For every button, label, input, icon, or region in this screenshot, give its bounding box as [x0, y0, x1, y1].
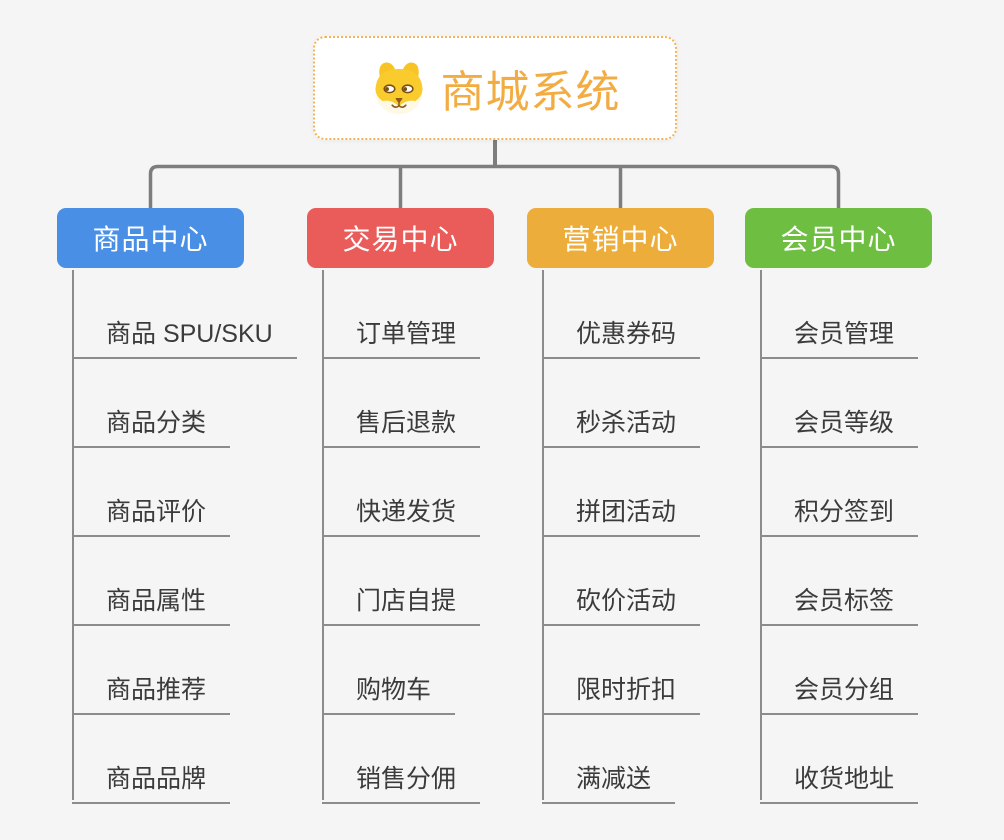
leaf-node-product-center-3[interactable]: 商品属性 — [72, 586, 231, 626]
leaf-trunk-connector — [760, 270, 762, 800]
branch-label: 交易中心 — [342, 224, 459, 255]
leaf-row: 商品评价 — [72, 448, 312, 537]
leaf-node-product-center-5[interactable]: 商品品牌 — [72, 764, 231, 804]
leaf-node-marketing-center-4[interactable]: 限时折扣 — [542, 675, 701, 715]
leaf-row: 订单管理 — [322, 270, 562, 359]
leaf-row: 商品品牌 — [72, 715, 312, 804]
leaf-row: 销售分佣 — [322, 715, 562, 804]
leaf-node-member-center-4[interactable]: 会员分组 — [760, 675, 919, 715]
leaf-row: 快递发货 — [322, 448, 562, 537]
leaf-node-marketing-center-0[interactable]: 优惠券码 — [542, 319, 701, 359]
branch-node-trade-center[interactable]: 交易中心 — [307, 208, 494, 268]
leaf-column-product-center: 商品 SPU/SKU 商品分类商品评价商品属性商品推荐商品品牌 — [72, 270, 312, 804]
branch-label: 会员中心 — [780, 224, 897, 255]
leaf-node-member-center-3[interactable]: 会员标签 — [760, 586, 919, 626]
leaf-row: 商品分类 — [72, 359, 312, 448]
leaf-row: 购物车 — [322, 626, 562, 715]
leaf-row: 收货地址 — [760, 715, 1000, 804]
leaf-node-marketing-center-3[interactable]: 砍价活动 — [542, 586, 701, 626]
leaf-row: 会员标签 — [760, 537, 1000, 626]
leaf-node-member-center-5[interactable]: 收货地址 — [760, 764, 919, 804]
dog-face-icon — [374, 62, 423, 115]
leaf-node-product-center-2[interactable]: 商品评价 — [72, 497, 231, 537]
leaf-column-marketing-center: 优惠券码秒杀活动拼团活动砍价活动限时折扣满减送 — [542, 270, 782, 804]
branch-node-product-center[interactable]: 商品中心 — [57, 208, 244, 268]
leaf-node-marketing-center-5[interactable]: 满减送 — [542, 764, 676, 804]
leaf-row: 商品属性 — [72, 537, 312, 626]
leaf-node-member-center-2[interactable]: 积分签到 — [760, 497, 919, 537]
leaf-trunk-connector — [322, 270, 324, 800]
root-node[interactable]: 商城系统 — [313, 36, 677, 140]
branch-label: 商品中心 — [92, 224, 209, 255]
leaf-node-member-center-1[interactable]: 会员等级 — [760, 408, 919, 448]
leaf-trunk-connector — [542, 270, 544, 800]
branch-bus-connector — [148, 164, 841, 209]
leaf-row: 门店自提 — [322, 537, 562, 626]
leaf-node-trade-center-4[interactable]: 购物车 — [322, 675, 456, 715]
leaf-node-trade-center-5[interactable]: 销售分佣 — [322, 764, 481, 804]
leaf-row: 满减送 — [542, 715, 782, 804]
leaf-row: 秒杀活动 — [542, 359, 782, 448]
leaf-node-member-center-0[interactable]: 会员管理 — [760, 319, 919, 359]
leaf-column-member-center: 会员管理会员等级积分签到会员标签会员分组收货地址 — [760, 270, 1000, 804]
leaf-node-product-center-1[interactable]: 商品分类 — [72, 408, 231, 448]
root-node-label: 商城系统 — [440, 68, 621, 117]
leaf-row: 售后退款 — [322, 359, 562, 448]
leaf-node-product-center-4[interactable]: 商品推荐 — [72, 675, 231, 715]
leaf-row: 积分签到 — [760, 448, 1000, 537]
leaf-node-trade-center-3[interactable]: 门店自提 — [322, 586, 481, 626]
leaf-row: 商品 SPU/SKU — [72, 270, 312, 359]
leaf-row: 砍价活动 — [542, 537, 782, 626]
branch-label: 营销中心 — [562, 224, 679, 255]
leaf-row: 限时折扣 — [542, 626, 782, 715]
leaf-row: 会员管理 — [760, 270, 1000, 359]
leaf-trunk-connector — [72, 270, 74, 800]
leaf-row: 优惠券码 — [542, 270, 782, 359]
leaf-node-marketing-center-1[interactable]: 秒杀活动 — [542, 408, 701, 448]
branch-node-member-center[interactable]: 会员中心 — [745, 208, 932, 268]
leaf-node-trade-center-1[interactable]: 售后退款 — [322, 408, 481, 448]
leaf-node-trade-center-0[interactable]: 订单管理 — [322, 319, 481, 359]
leaf-row: 拼团活动 — [542, 448, 782, 537]
leaf-row: 会员分组 — [760, 626, 1000, 715]
branch-node-marketing-center[interactable]: 营销中心 — [527, 208, 714, 268]
leaf-row: 商品推荐 — [72, 626, 312, 715]
leaf-row: 会员等级 — [760, 359, 1000, 448]
leaf-node-marketing-center-2[interactable]: 拼团活动 — [542, 497, 701, 537]
leaf-node-trade-center-2[interactable]: 快递发货 — [322, 497, 481, 537]
leaf-column-trade-center: 订单管理售后退款快递发货门店自提购物车销售分佣 — [322, 270, 562, 804]
leaf-node-product-center-0[interactable]: 商品 SPU/SKU — [72, 319, 297, 359]
